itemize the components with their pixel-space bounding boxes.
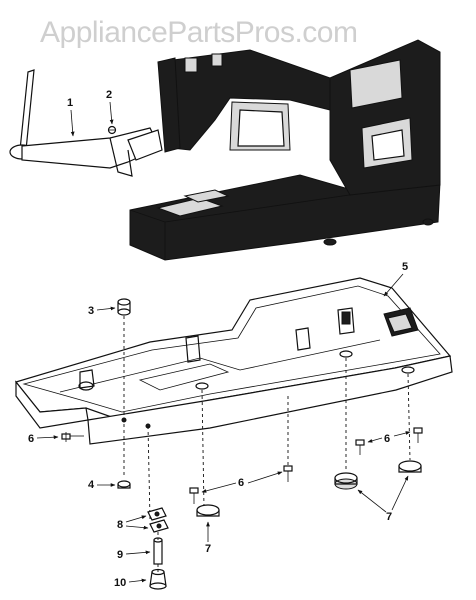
foot-part-7: [334, 472, 358, 490]
callout-9: 9: [117, 549, 123, 561]
callout-7b: 7: [205, 543, 211, 555]
pin-part-9: [153, 537, 163, 565]
foot-part-7: [398, 460, 422, 473]
foot-part-7: [196, 504, 220, 517]
clip-part-8: [147, 507, 169, 533]
screw-part-6: [355, 439, 365, 455]
screw-part-6: [413, 427, 423, 443]
callout-7a: 7: [386, 511, 392, 523]
callout-6b: 6: [238, 477, 244, 489]
screw-part-2: [107, 125, 117, 135]
screw-part-6: [61, 432, 84, 442]
lifter-lever: [9, 69, 163, 177]
callout-5: 5: [402, 261, 408, 273]
cap-part-10: [149, 568, 167, 590]
machine-body: [129, 39, 441, 261]
base-pan: [14, 277, 453, 445]
post-part-3: [117, 298, 131, 418]
callout-1: 1: [67, 97, 73, 109]
callout-6c: 6: [384, 433, 390, 445]
nut-part-4: [117, 480, 131, 489]
callout-10: 10: [114, 577, 126, 589]
watermark-text: AppliancePartsPros.com: [40, 16, 357, 49]
callout-3: 3: [88, 305, 94, 317]
callout-2: 2: [106, 89, 112, 101]
alignment-line: [147, 425, 151, 521]
callout-8: 8: [117, 519, 123, 531]
callout-4: 4: [88, 479, 95, 491]
alignment-line: [201, 389, 205, 509]
callout-6a: 6: [28, 433, 34, 445]
screw-part-6: [189, 487, 199, 504]
alignment-line: [407, 373, 411, 461]
screw-part-6: [283, 465, 293, 482]
